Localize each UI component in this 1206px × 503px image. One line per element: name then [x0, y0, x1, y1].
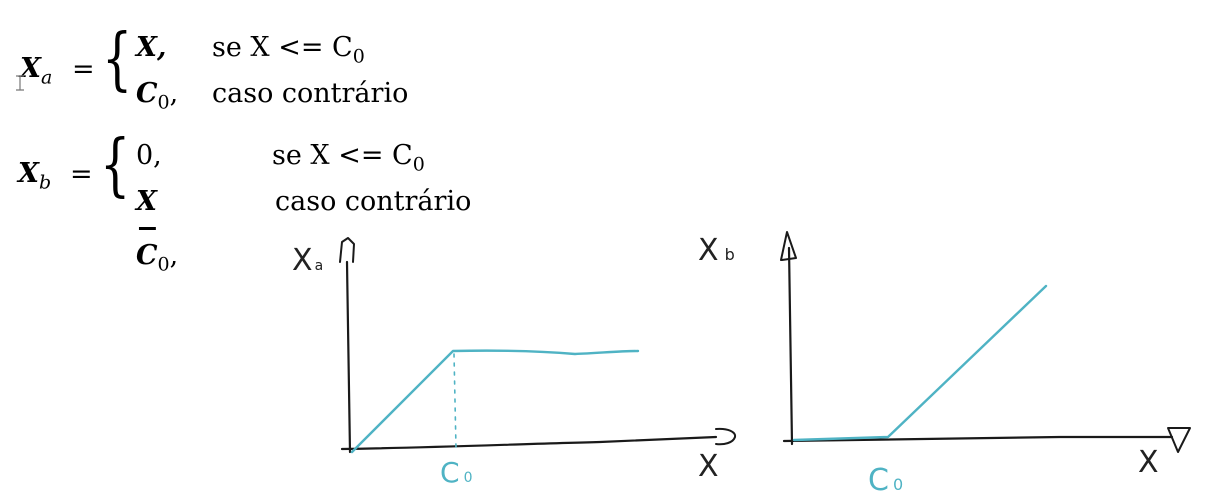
graph-a-c0-var: C	[440, 456, 460, 489]
formula-xa-case1-condition-text: se X <= C	[212, 32, 353, 63]
formula-xb-case2-value: X − C0,	[136, 188, 178, 274]
formula-xb-case2-value-text: X − C	[136, 186, 159, 271]
formula-xb-sub: b	[38, 171, 52, 194]
graph-a-y-arrow	[339, 237, 355, 263]
formula-xb-case2-condition: caso contrário	[275, 186, 472, 217]
graph-b-x-axis	[782, 435, 1174, 443]
formula-xa-lhs: Xa	[20, 55, 52, 87]
formula-xa-case2-value-text: C	[136, 78, 158, 109]
formula-xa-var: X	[20, 53, 41, 84]
graph-b-y-label-sub: b	[725, 245, 735, 264]
graph-a-x-arrow	[715, 427, 737, 446]
graph-b-c0-var: C	[868, 463, 889, 498]
formula-xb-brace: {	[100, 126, 131, 205]
graph-a-y-label-var: X	[292, 243, 313, 278]
formula-xa-case1-value: X,	[136, 34, 166, 61]
graph-a-c0-guide	[453, 353, 457, 449]
formula-xa-case2-value: C0,	[136, 80, 178, 112]
graph-b-x-arrow	[1167, 427, 1191, 453]
graph-a-y-axis	[345, 260, 352, 454]
formula-xa-brace: {	[102, 20, 133, 99]
graph-a-x-label: X	[698, 449, 719, 484]
formula-xa-equals: =	[72, 54, 95, 85]
formula-xb-case1-value: 0,	[136, 140, 162, 171]
formula-xa-sub: a	[40, 66, 53, 89]
formula-xb-case1-condition-text: se X <= C	[272, 140, 413, 171]
graph-b-y-arrow	[780, 231, 797, 261]
formula-xb-case1-condition-sub: 0	[412, 153, 425, 176]
formula-xb-case2-comma: ,	[169, 240, 179, 271]
formula-xa-case2-condition: caso contrário	[212, 78, 409, 109]
formula-xa-case1-condition: se X <= C0	[212, 34, 365, 66]
formula-xa-case1-value-text: X,	[136, 32, 167, 63]
graph-a-curve	[350, 349, 640, 454]
graph-b-x-label: X	[1138, 445, 1159, 480]
graph-b-y-axis	[787, 246, 794, 446]
formula-xa-case1-condition-sub: 0	[352, 45, 365, 68]
graph-b-curve	[792, 284, 1048, 442]
graph-b-y-label-var: X	[698, 233, 719, 268]
formula-xb-case2-value-sub: 0	[157, 253, 170, 276]
graph-a-c0-sub: 0	[464, 470, 473, 486]
formula-xb-lhs: Xb	[18, 160, 51, 192]
formula-xb-case1-condition: se X <= C0	[272, 142, 425, 174]
text-cursor-icon	[16, 75, 24, 91]
formula-xb-var: X	[18, 158, 39, 189]
graph-a-y-label-sub: a	[315, 258, 324, 274]
formula-xa-case2-value-sub: 0	[157, 91, 170, 114]
formula-xb-equals: =	[70, 159, 93, 190]
graph-a-x-axis	[340, 435, 718, 451]
graph-b-c0-sub: 0	[893, 475, 903, 494]
formula-xa-case2-comma: ,	[169, 78, 179, 109]
